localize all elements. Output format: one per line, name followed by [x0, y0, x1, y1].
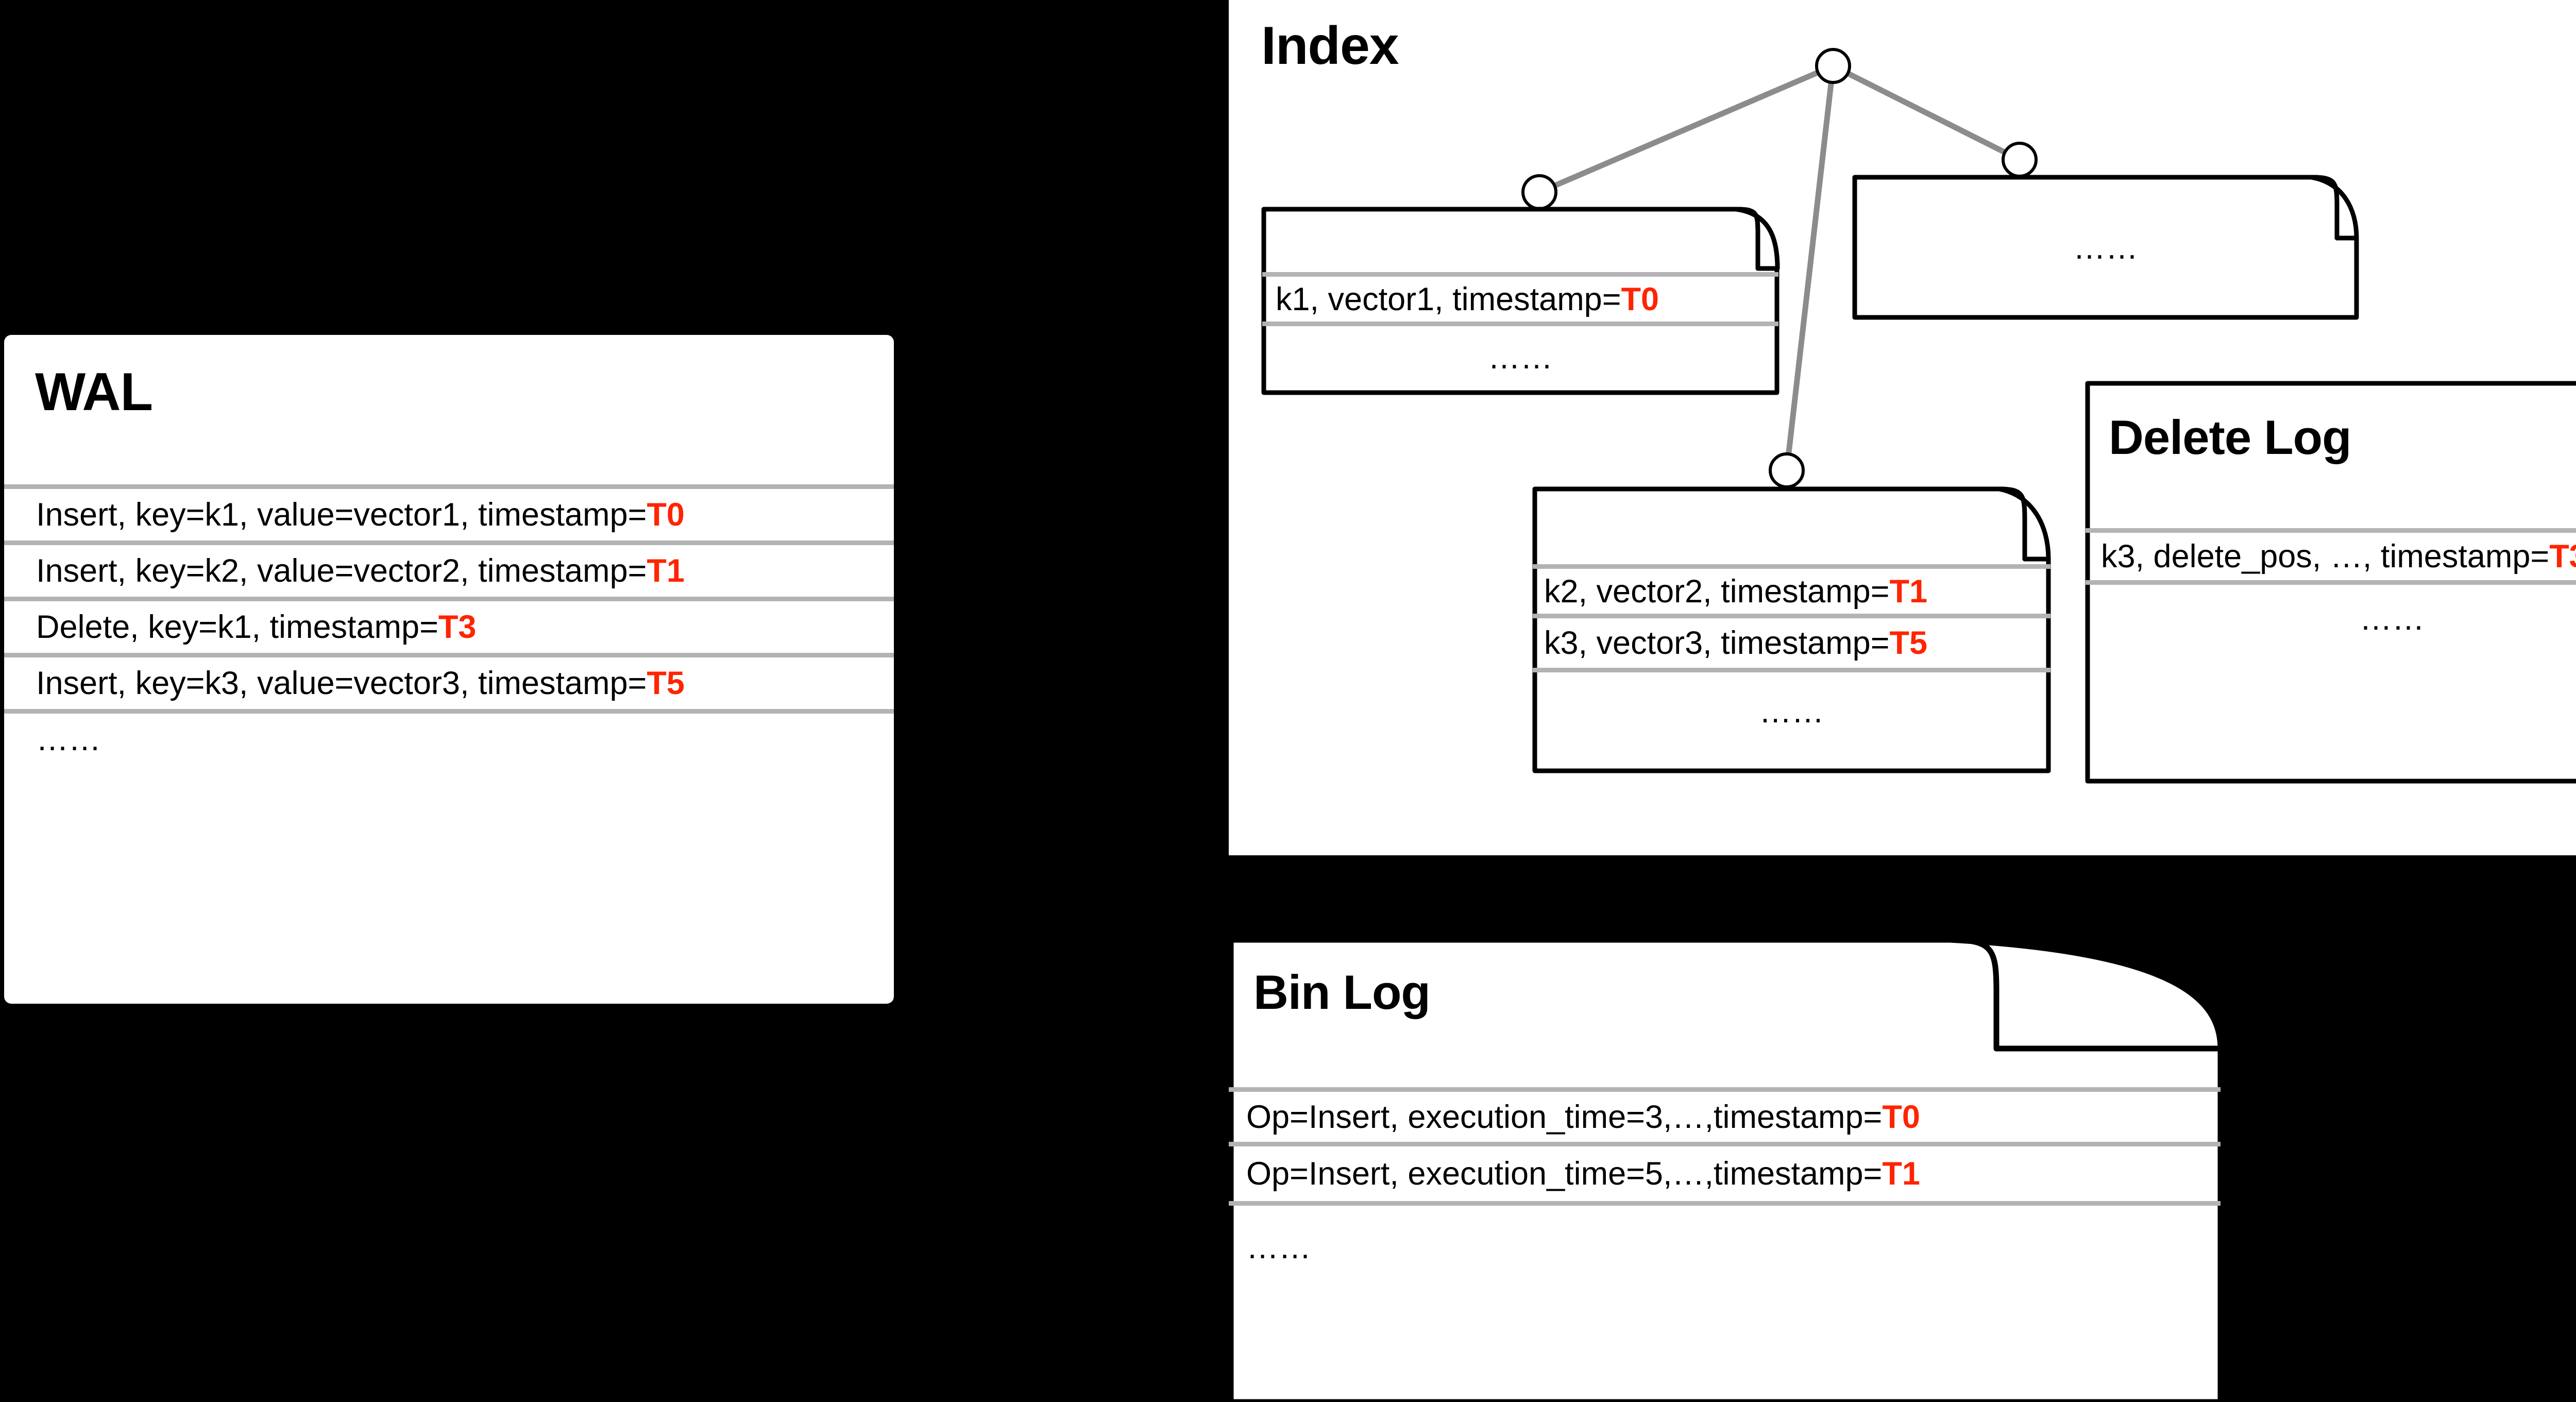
bin-log-row: Op=Insert, execution_time=5,…,timestamp=…	[1229, 1146, 2221, 1206]
timestamp-badge: T5	[1889, 625, 1928, 661]
index-leaf-row-text: k2, vector2, timestamp=T1	[1544, 573, 1928, 610]
delete-log-ellipsis: ……	[2360, 601, 2425, 637]
wal-title: WAL	[35, 362, 153, 422]
index-leaf-bottom: k2, vector2, timestamp=T1 k3, vector3, t…	[1532, 486, 2051, 773]
wal-row-text: Insert, key=k3, value=vector3, timestamp…	[36, 665, 685, 701]
timestamp-badge: T1	[1889, 573, 1928, 610]
timestamp-badge: T1	[647, 553, 685, 589]
timestamp-badge: T3	[438, 609, 477, 645]
edge-root-right	[1832, 63, 2021, 162]
wal-row: Delete, key=k1, timestamp=T3	[4, 597, 894, 653]
delete-log-row-text: k3, delete_pos, …, timestamp=T3	[2101, 538, 2576, 575]
wal-row-text: Insert, key=k1, value=vector1, timestamp…	[36, 497, 685, 533]
delete-log-title: Delete Log	[2109, 410, 2352, 464]
wal-row: Insert, key=k2, value=vector2, timestamp…	[4, 540, 894, 597]
index-panel: Index k1, vector1, timestamp=T0	[1229, 0, 2576, 855]
edge-root-bottom	[1784, 65, 1836, 471]
wal-panel: WAL Insert, key=k1, value=vector1, times…	[4, 335, 894, 1004]
bin-log-row-text: Op=Insert, execution_time=3,…,timestamp=…	[1246, 1099, 1920, 1135]
bin-log-ellipsis: ……	[1246, 1229, 1311, 1265]
index-leaf-ellipsis: ……	[1759, 694, 1824, 730]
right-child-node-circle	[2002, 142, 2038, 178]
index-leaf-row: k1, vector1, timestamp=T0	[1262, 272, 1778, 326]
timestamp-badge: T5	[647, 665, 685, 701]
timestamp-badge: T0	[1621, 281, 1659, 317]
edge-root-left	[1538, 63, 1835, 195]
index-leaf-right-ellipsis: ……	[2073, 230, 2138, 266]
wal-row: Insert, key=k1, value=vector1, timestamp…	[4, 484, 894, 540]
timestamp-badge: T1	[1882, 1156, 1920, 1192]
timestamp-badge: T0	[1882, 1099, 1920, 1135]
index-leaf-right: ……	[1852, 175, 2359, 320]
left-child-node-circle	[1521, 174, 1557, 210]
timestamp-badge: T0	[647, 497, 685, 533]
bin-log-row: Op=Insert, execution_time=3,…,timestamp=…	[1229, 1087, 2221, 1146]
bin-log-row-text: Op=Insert, execution_time=5,…,timestamp=…	[1246, 1156, 1920, 1192]
delete-log-box: Delete Log k3, delete_pos, …, timestamp=…	[2085, 381, 2576, 784]
index-leaf-row-text: k1, vector1, timestamp=T0	[1276, 281, 1659, 317]
index-leaf-row: k2, vector2, timestamp=T1	[1533, 564, 2050, 618]
bin-log-title: Bin Log	[1253, 965, 1431, 1019]
delete-log-row: k3, delete_pos, …, timestamp=T3	[2086, 528, 2576, 585]
wal-row-text: Insert, key=k2, value=vector2, timestamp…	[36, 553, 685, 589]
timestamp-badge: T3	[2549, 538, 2576, 575]
wal-row: Insert, key=k3, value=vector3, timestamp…	[4, 653, 894, 709]
wal-row: ……	[4, 709, 894, 765]
index-leaf-ellipsis: ……	[1488, 340, 1553, 376]
wal-ellipsis: ……	[36, 721, 101, 757]
bin-log-box: Bin Log Op=Insert, execution_time=3,…,ti…	[1228, 937, 2224, 1402]
index-title: Index	[1261, 16, 1399, 76]
index-leaf-left: k1, vector1, timestamp=T0 ……	[1261, 207, 1780, 395]
wal-row-text: Delete, key=k1, timestamp=T3	[36, 609, 477, 645]
bottom-child-node-circle	[1769, 452, 1805, 488]
index-leaf-row: k3, vector3, timestamp=T5	[1533, 618, 2050, 672]
index-leaf-row-text: k3, vector3, timestamp=T5	[1544, 625, 1928, 661]
root-node-circle	[1815, 48, 1851, 84]
